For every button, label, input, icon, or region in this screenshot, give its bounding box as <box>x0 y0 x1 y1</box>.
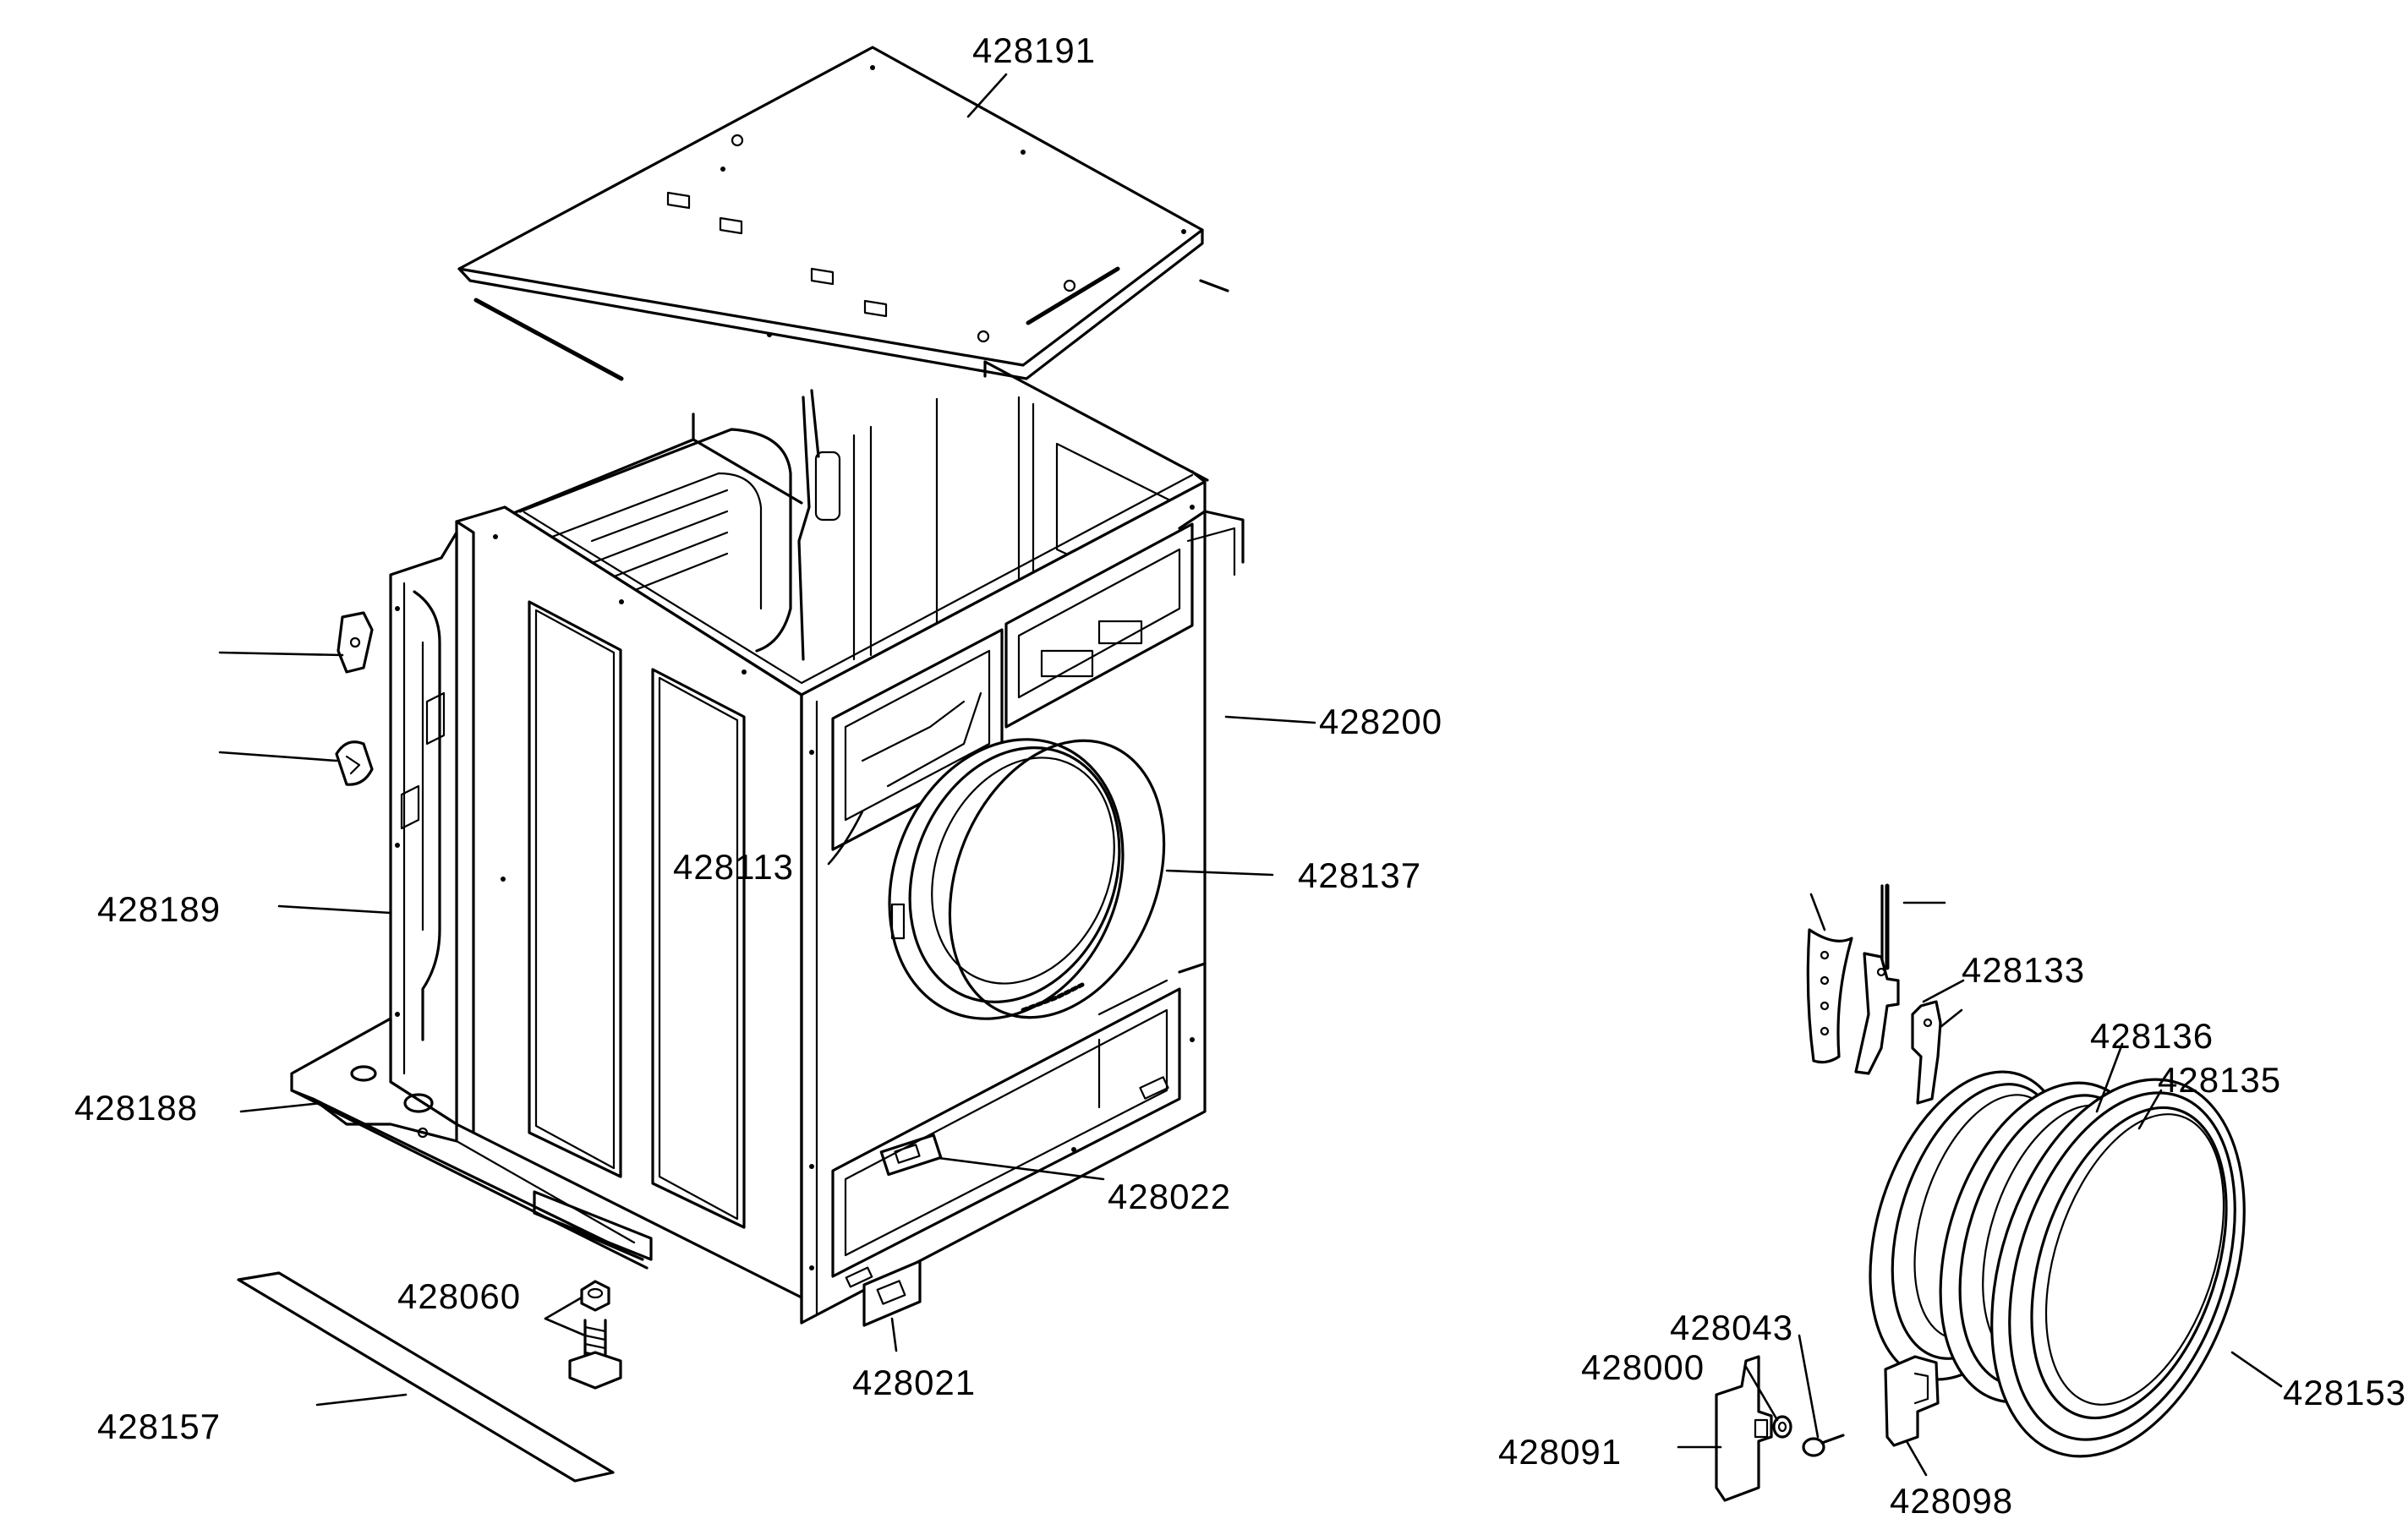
label-leveling-foot: 428060 <box>397 1276 521 1316</box>
front-clip-lower <box>862 1259 922 1327</box>
label-door-glass: 428135 <box>2158 1060 2281 1100</box>
cabinet-frame <box>455 360 1245 1325</box>
label-door-inner-ring: 428136 <box>2090 1016 2214 1056</box>
label-door-latch: 428098 <box>1890 1481 2013 1521</box>
door-ring-assembly <box>1869 1070 2246 1458</box>
door-screw <box>1802 1434 1845 1457</box>
label-top-panel: 428191 <box>972 30 1096 70</box>
side-panel <box>335 531 458 1126</box>
label-door-lock: 428091 <box>1498 1432 1622 1472</box>
label-front-clip-upper: 428022 <box>1108 1177 1231 1216</box>
leveling-foot <box>568 1280 622 1390</box>
washer <box>1772 1415 1792 1439</box>
top-panel <box>457 46 1229 381</box>
label-base-frame: 428188 <box>74 1088 198 1128</box>
label-door-bracket: 428113 <box>673 847 794 887</box>
part-labels: 428191 428200 428113 428137 428189 42818… <box>74 30 2406 1521</box>
label-front-clip-lower: 428021 <box>852 1363 976 1402</box>
label-door-outer-ring: 428153 <box>2283 1373 2406 1412</box>
door-hinge-parts <box>1806 883 1942 1105</box>
label-cabinet: 428200 <box>1319 702 1442 741</box>
base-frame <box>290 1017 653 1270</box>
label-washer: 428000 <box>1581 1347 1705 1387</box>
label-plinth-strip: 428157 <box>97 1407 221 1446</box>
label-hinge-bracket: 428133 <box>1962 950 2085 990</box>
label-side-panel: 428189 <box>97 889 221 929</box>
label-door-seal-ring: 428137 <box>1298 855 1421 895</box>
door-lock <box>1715 1355 1773 1502</box>
plinth-strip <box>237 1271 615 1483</box>
door-latch <box>1884 1355 1940 1447</box>
label-door-screw: 428043 <box>1670 1308 1793 1347</box>
leader-lines <box>218 73 2283 1477</box>
